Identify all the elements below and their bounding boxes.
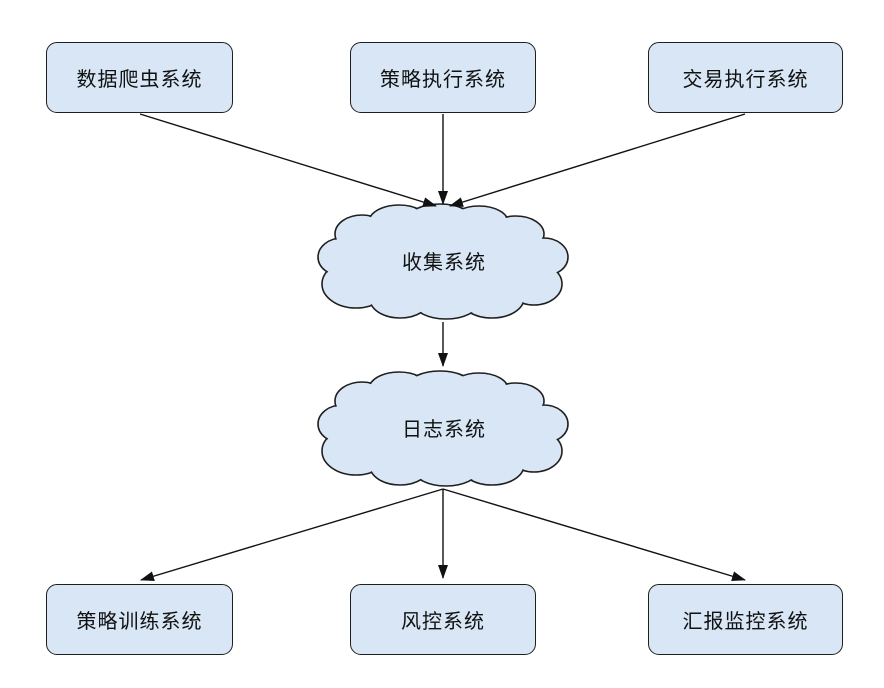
cloud-shape-icon xyxy=(317,203,569,320)
node-label: 收集系统 xyxy=(402,252,486,275)
node-label: 日志系统 xyxy=(402,419,486,442)
edge-log-to-report-monitoring xyxy=(442,488,746,582)
edge-trade-exec-to-collector xyxy=(449,113,746,207)
edge-crawler-to-collector xyxy=(139,113,437,207)
node-trade-execution-system: 交易执行系统 xyxy=(648,42,843,113)
node-collection-system-cloud: 收集系统 xyxy=(314,202,574,322)
node-label: 汇报监控系统 xyxy=(682,611,809,633)
node-label: 策略训练系统 xyxy=(76,611,203,633)
node-data-crawler-system: 数据爬虫系统 xyxy=(46,42,233,113)
node-risk-control-system: 风控系统 xyxy=(350,584,536,655)
cloud-shape-icon xyxy=(317,370,569,487)
node-label: 策略执行系统 xyxy=(380,69,506,91)
node-label: 数据爬虫系统 xyxy=(76,69,203,91)
node-strategy-execution-system: 策略执行系统 xyxy=(350,42,536,113)
node-report-monitoring-system: 汇报监控系统 xyxy=(648,584,843,655)
edge-log-to-strategy-training xyxy=(140,488,444,582)
node-label: 风控系统 xyxy=(401,611,485,633)
node-strategy-training-system: 策略训练系统 xyxy=(46,584,233,655)
node-label: 交易执行系统 xyxy=(682,69,809,91)
node-log-system-cloud: 日志系统 xyxy=(314,369,574,489)
